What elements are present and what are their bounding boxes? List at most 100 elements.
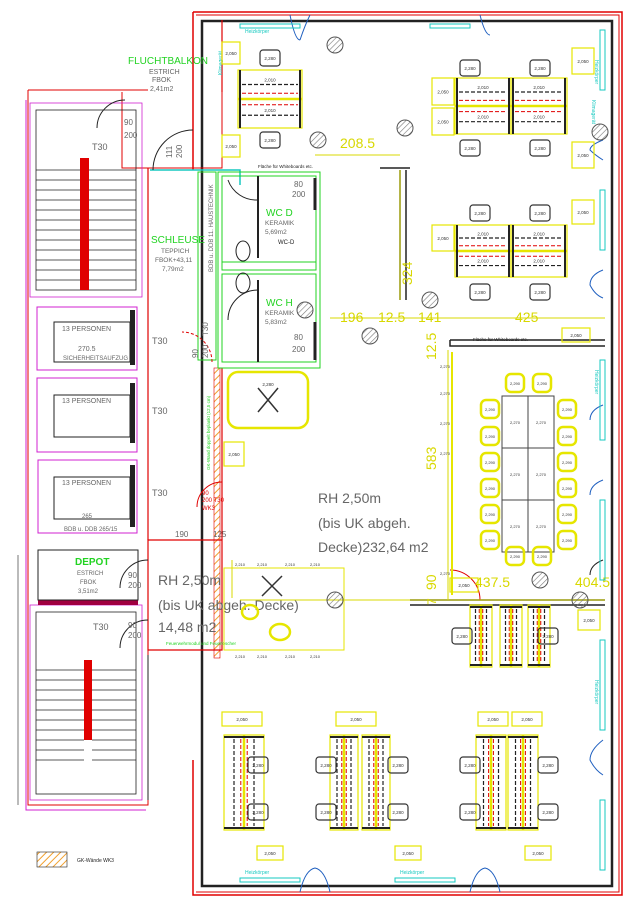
conference-chair-label: 2,290 [510, 554, 521, 559]
lounge-seating [226, 370, 310, 430]
radiators [239, 23, 606, 883]
cabinet [561, 327, 591, 343]
chair-elevation-label: 2,280 [252, 810, 264, 815]
stool [240, 603, 260, 621]
desk-elevation-label: 2,010 [533, 258, 545, 263]
conference-chair [531, 545, 553, 567]
svg-text:WC H: WC H [266, 298, 293, 309]
conference-chair [479, 451, 501, 473]
elevation-label: 2,210 [285, 654, 296, 659]
cabinet [511, 711, 543, 727]
svg-text:ESTRICH: ESTRICH [77, 571, 103, 577]
cabinet [571, 199, 595, 225]
office-chair [537, 756, 559, 774]
office-chair [387, 803, 409, 821]
chair-elevation-label: 2,280 [534, 211, 546, 216]
cabinet [256, 845, 284, 861]
column [296, 301, 314, 319]
staircase-upper [29, 102, 143, 298]
conference-chair-label: 2,290 [562, 460, 573, 465]
svg-text:SCHLEUSE: SCHLEUSE [151, 235, 205, 246]
svg-text:324: 324 [399, 261, 415, 285]
conference-chair [479, 425, 501, 447]
office-chair [529, 283, 551, 301]
office-chair [459, 756, 481, 774]
column [309, 131, 327, 149]
wall-elevation-label: 2,270 [440, 421, 451, 426]
elevation-label: 2,210 [257, 562, 268, 567]
desk-elevation-label: 2,010 [533, 85, 545, 90]
conference-chair-label: 2,290 [537, 554, 548, 559]
cabinet-elevation-label: 2,050 [437, 236, 449, 241]
svg-text:200: 200 [292, 345, 306, 354]
wall-note: GK-Wand doppelt beplankt (12,5 cm) [206, 395, 211, 470]
svg-text:Klimagerät: Klimagerät [590, 100, 596, 125]
svg-text:200: 200 [292, 190, 306, 199]
elevation-label: 2,210 [285, 562, 296, 567]
conference-chair [479, 503, 501, 525]
cabinet-elevation-label: 2,050 [437, 90, 449, 95]
elevator-2: 13 PERSONEN [36, 377, 138, 453]
svg-text:141: 141 [418, 309, 442, 325]
office-chair [247, 756, 269, 774]
office-chair [459, 803, 481, 821]
table-x-mark [257, 387, 279, 413]
furniture: 2,0102,0102,2802,2802,0502,0502,0102,010… [221, 36, 609, 861]
cabinet [221, 41, 241, 65]
svg-text:190: 190 [175, 530, 189, 539]
chair-elevation-label: 2,280 [542, 810, 554, 815]
svg-text:437.5: 437.5 [475, 574, 510, 590]
svg-text:FLUCHTBALKON: FLUCHTBALKON [128, 56, 208, 67]
legend-label: GK-Wände WK3 [77, 858, 114, 864]
cabinet-elevation-label: 2,050 [225, 144, 237, 149]
cabinet [394, 845, 422, 861]
outer-walls [17, 11, 623, 896]
column [326, 36, 344, 54]
svg-text:200: 200 [175, 144, 184, 158]
desk-elevation-label: 2,010 [533, 231, 545, 236]
svg-text:T30: T30 [152, 406, 168, 416]
svg-text:FBOK+43,11: FBOK+43,11 [155, 257, 193, 264]
cabinet-elevation-label: 2,050 [532, 851, 544, 856]
office-chair [387, 756, 409, 774]
kitchen-area [223, 567, 345, 651]
chair-elevation-label: 2,280 [264, 138, 276, 143]
cabinet-elevation-label: 2,050 [577, 153, 589, 158]
svg-text:Heizkörper: Heizkörper [400, 870, 425, 876]
lounge-label: 2,280 [262, 382, 274, 387]
conference-chair [479, 529, 501, 551]
chair-elevation-label: 2,280 [542, 763, 554, 768]
chair-elevation-label: 2,280 [464, 810, 476, 815]
column [361, 327, 379, 345]
svg-text:T30: T30 [152, 488, 168, 498]
cabinet-elevation-label: 2,050 [521, 717, 533, 722]
elevation-label: 2,210 [235, 562, 246, 567]
conference-table-label: 2,270 [510, 472, 521, 477]
svg-text:Klimagerät: Klimagerät [218, 50, 224, 75]
conference-chair [479, 477, 501, 499]
office-chair [259, 49, 281, 67]
svg-text:80: 80 [294, 333, 303, 342]
cabinet-elevation-label: 2,050 [577, 59, 589, 64]
dimension-labels: 208.5 324 196 12.5 141 425 12.5 583 90 4… [175, 135, 610, 605]
svg-text:208.5: 208.5 [340, 135, 375, 151]
elevation-label: 2,210 [310, 654, 321, 659]
elevator-dim: 270.5 [78, 346, 96, 353]
svg-text:WC-D: WC-D [278, 240, 295, 246]
chair-elevation-label: 2,280 [542, 634, 554, 639]
cabinet [335, 711, 377, 727]
svg-text:196: 196 [340, 309, 364, 325]
chair-elevation-label: 2,280 [464, 763, 476, 768]
conference-chair-label: 2,290 [562, 512, 573, 517]
cabinet-elevation-label: 2,050 [583, 618, 595, 623]
conference-chair [556, 398, 578, 420]
room-fluchtbalkon: FLUCHTBALKON ESTRICH FBOK 2,41m2 [128, 56, 208, 93]
conference-chair-label: 2,290 [485, 434, 496, 439]
svg-text:5,83m2: 5,83m2 [265, 319, 287, 326]
svg-text:Heizkörper: Heizkörper [593, 370, 599, 395]
chair-elevation-label: 2,280 [464, 146, 476, 151]
svg-text:RH 2,50m: RH 2,50m [318, 490, 381, 506]
svg-text:Fläche für Whiteboards etc.: Fläche für Whiteboards etc. [258, 164, 313, 169]
conference-table-label: 2,270 [536, 472, 547, 477]
conference-chair-label: 2,290 [562, 407, 573, 412]
